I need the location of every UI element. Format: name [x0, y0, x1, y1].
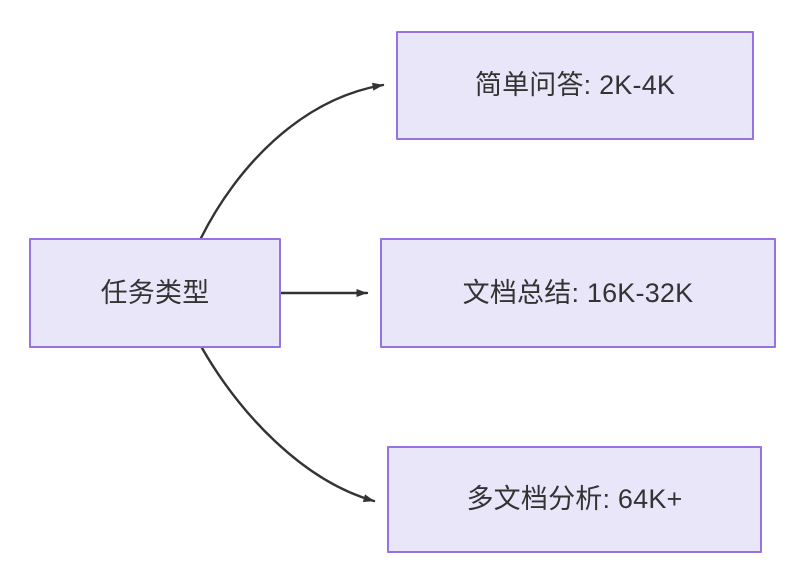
node-multi-doc[interactable]: 多文档分析: 64K+ — [387, 446, 762, 553]
edge-source-to-multi-doc — [200, 346, 376, 503]
edge-source-to-simple-qa — [199, 82, 385, 240]
node-doc-summary-label: 文档总结: 16K-32K — [462, 277, 694, 308]
node-task-type[interactable]: 任务类型 — [29, 238, 281, 348]
node-simple-qa[interactable]: 简单问答: 2K-4K — [396, 31, 754, 140]
node-simple-qa-label: 简单问答: 2K-4K — [474, 70, 676, 101]
node-task-type-label: 任务类型 — [100, 277, 210, 308]
node-multi-doc-label: 多文档分析: 64K+ — [466, 484, 683, 515]
node-doc-summary[interactable]: 文档总结: 16K-32K — [380, 238, 776, 348]
